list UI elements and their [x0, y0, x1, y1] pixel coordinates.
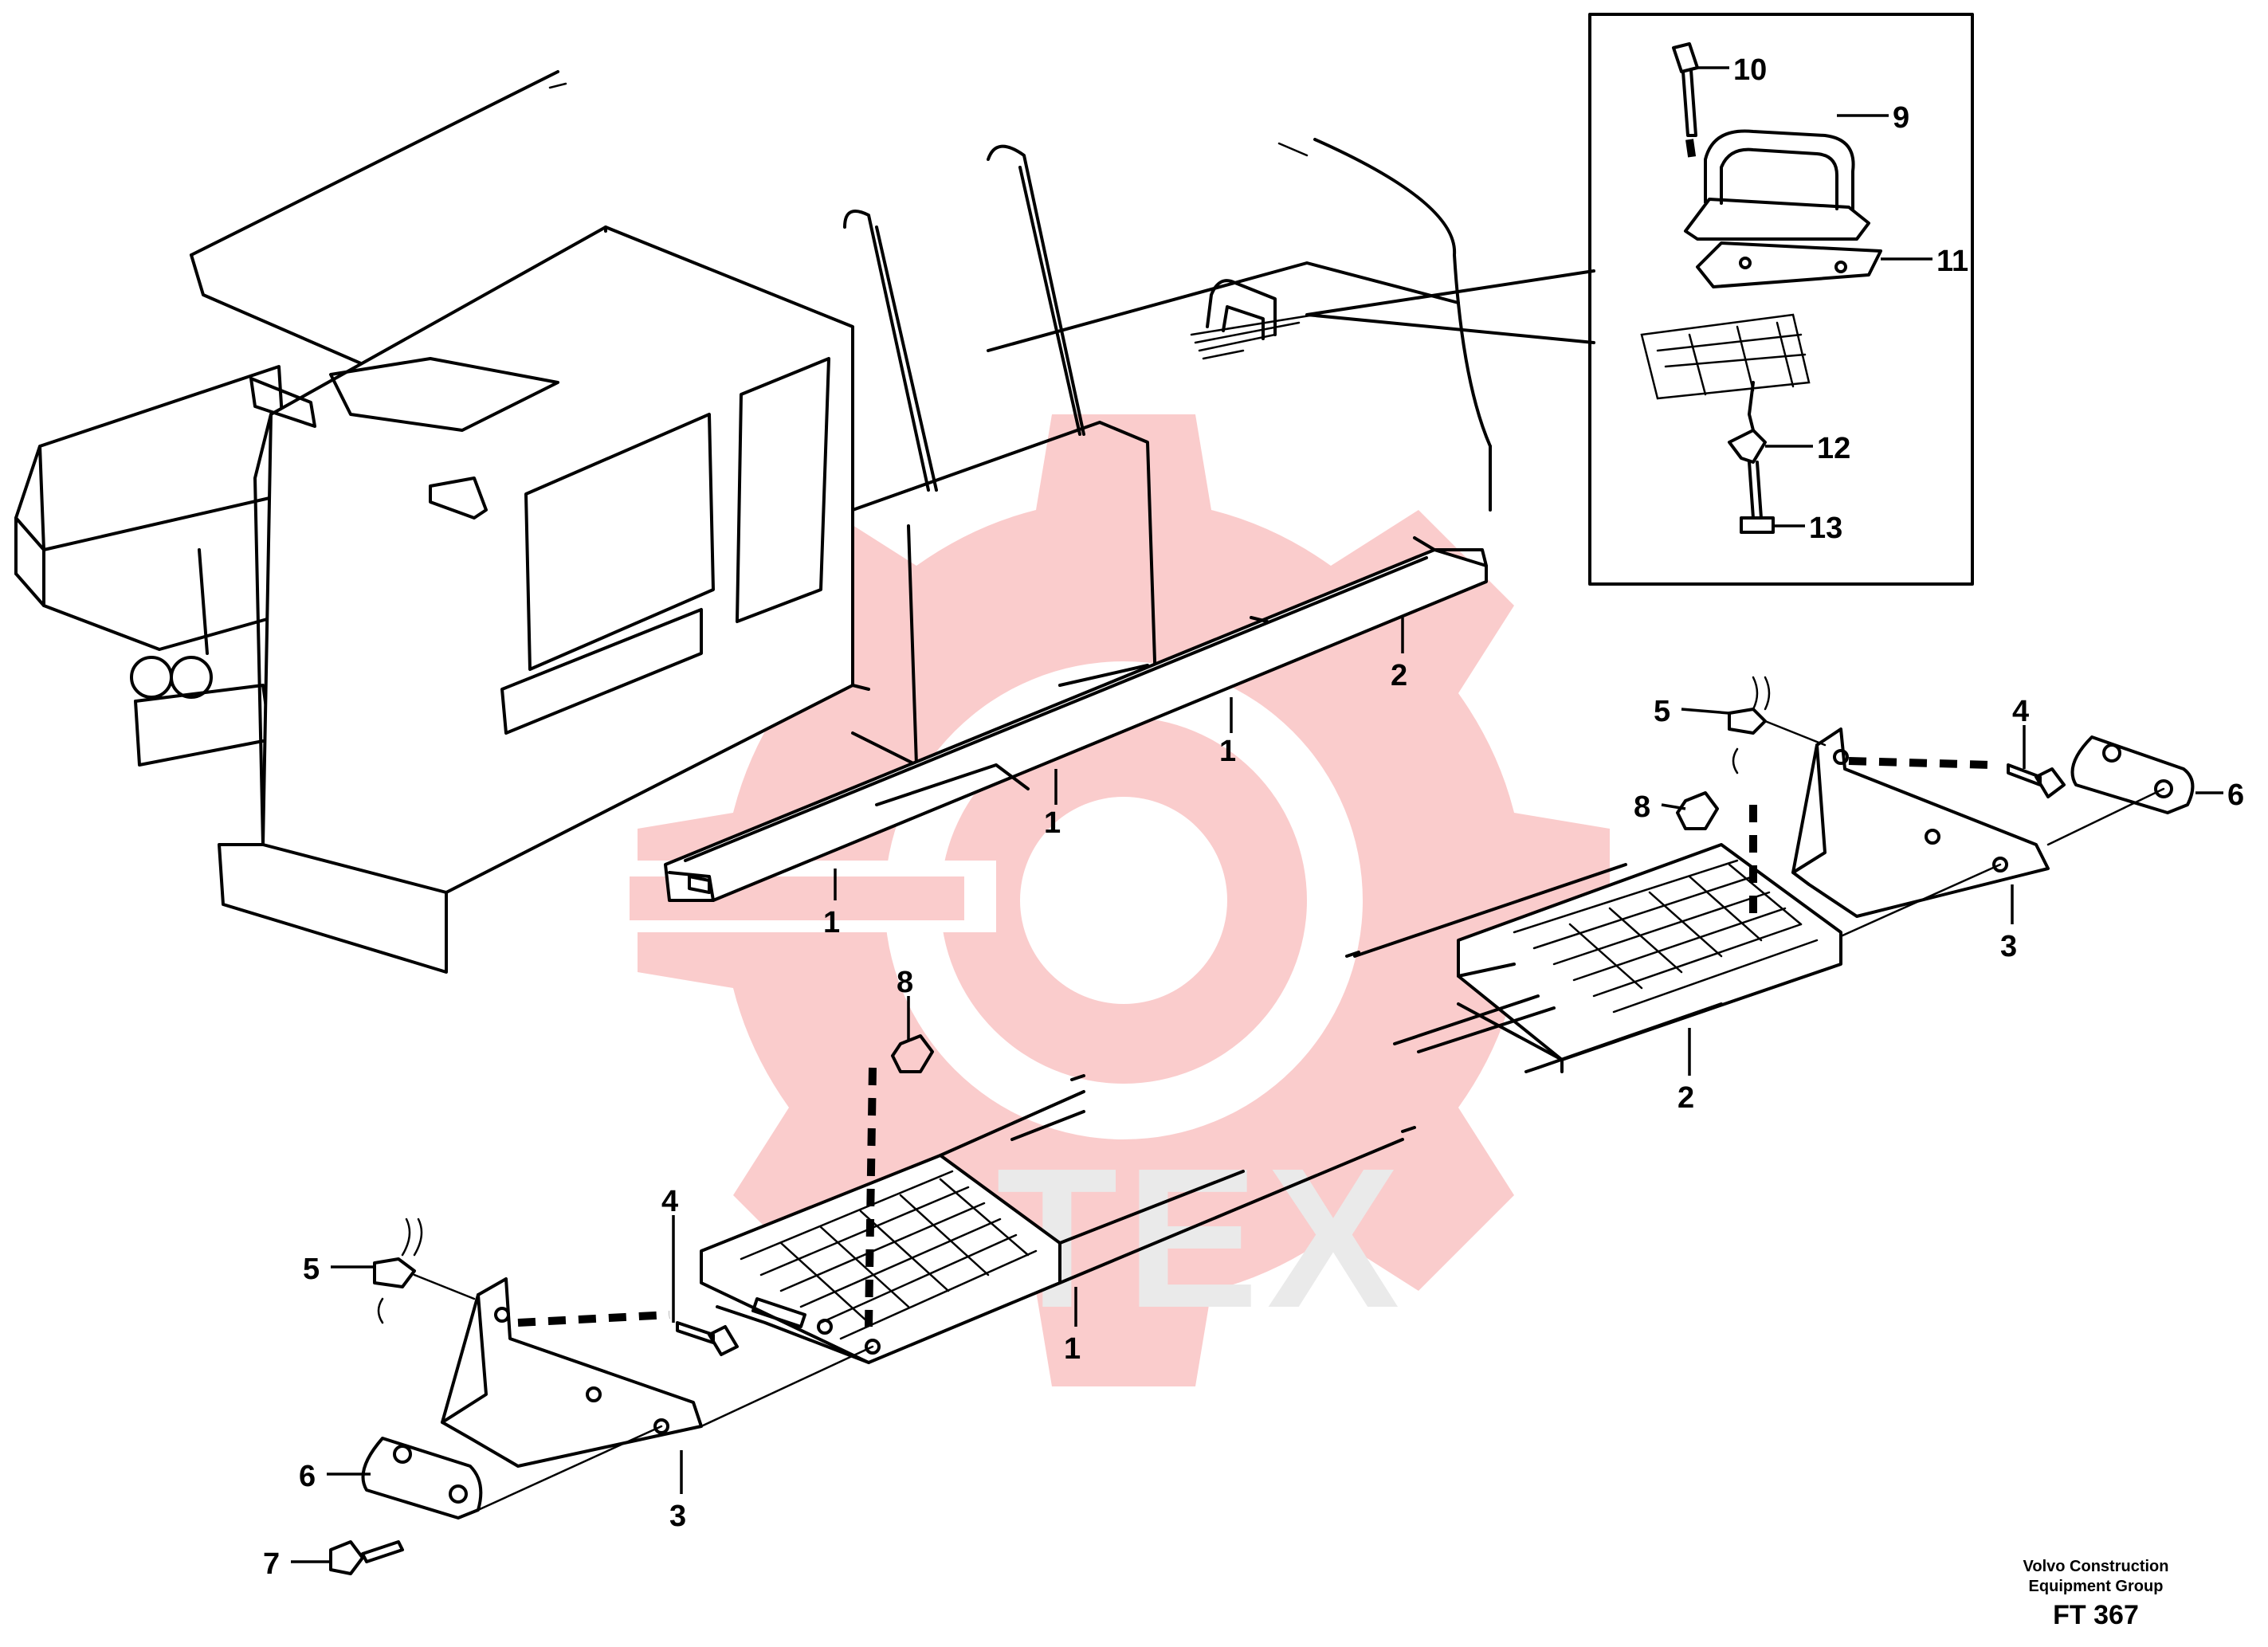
callout-labels: 1 1 1 1 2 2 3 3 4 4 5 5 6 6 7 8 8 9 10 1… [263, 53, 2244, 1581]
left-walkway-assembly [329, 1034, 1416, 1575]
callout-2-a: 2 [1391, 659, 1407, 692]
callout-9: 9 [1893, 101, 1909, 135]
callout-7: 7 [263, 1547, 280, 1581]
callout-10: 10 [1733, 53, 1767, 87]
callout-11: 11 [1936, 245, 1968, 278]
callout-leaders [291, 66, 2223, 1563]
callout-1-d: 1 [1064, 1332, 1081, 1366]
callout-8-a: 8 [1634, 790, 1650, 824]
callout-2-b: 2 [1677, 1081, 1694, 1115]
callout-1-c: 1 [1219, 735, 1236, 768]
callout-3-a: 3 [2000, 930, 2017, 963]
callout-1-a: 1 [823, 906, 840, 939]
callout-5-a: 5 [1654, 695, 1670, 728]
machine-overview [14, 70, 1492, 974]
callout-13: 13 [1809, 512, 1842, 545]
footer-org-line1: Volvo Construction [2023, 1558, 2169, 1575]
footer-caption: Volvo Construction Equipment Group FT 36… [1976, 1557, 2215, 1631]
callout-4-b: 4 [661, 1185, 678, 1218]
callout-1-b: 1 [1044, 806, 1061, 840]
callout-4-a: 4 [2012, 695, 2029, 728]
callout-8-b: 8 [897, 966, 913, 999]
figure-code: FT 367 [2053, 1600, 2139, 1630]
callout-6-a: 6 [2227, 778, 2244, 812]
inset-handle-detail [1305, 13, 1974, 586]
watermark-text: TEX [996, 1127, 1407, 1349]
footer-org-line2: Equipment Group [2028, 1578, 2164, 1595]
callout-5-b: 5 [303, 1253, 320, 1286]
callout-12: 12 [1817, 432, 1850, 465]
callout-6-b: 6 [299, 1460, 316, 1493]
callout-3-b: 3 [669, 1500, 686, 1533]
right-walkway-assembly [1345, 676, 2195, 1073]
